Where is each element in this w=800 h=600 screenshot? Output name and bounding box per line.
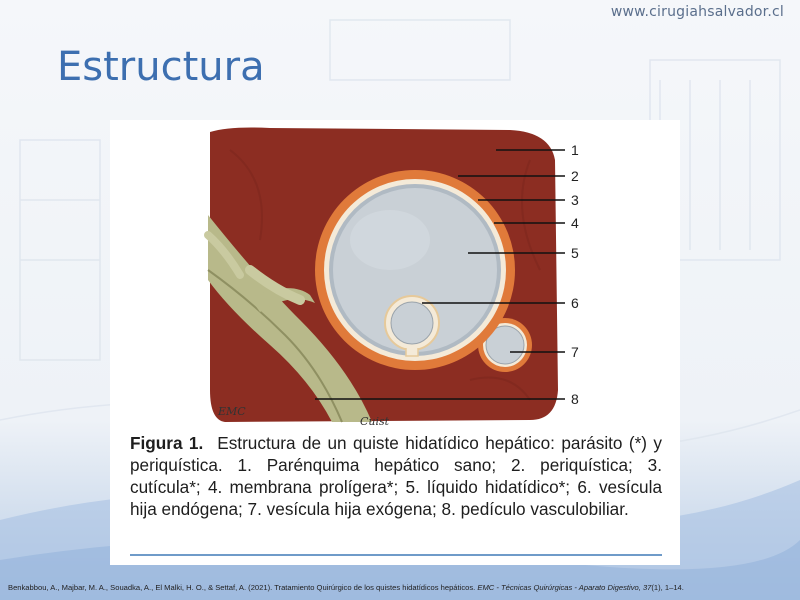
label-6: 6 — [571, 295, 579, 311]
website-url: www.cirugiahsalvador.cl — [610, 4, 784, 20]
hydatid-cyst-diagram: 1 2 3 4 5 6 7 8 EMC Cuist — [204, 127, 579, 428]
main-hydatid-cyst — [315, 170, 515, 370]
label-3: 3 — [571, 192, 579, 208]
figure-panel: 1 2 3 4 5 6 7 8 EMC Cuist Figura 1.Estru… — [110, 120, 680, 565]
vasculobiliary-pedicle — [204, 215, 372, 423]
citation-journal: EMC - Técnicas Quirúrgicas - Aparato Dig… — [477, 583, 652, 592]
caption-divider — [130, 554, 662, 556]
label-7: 7 — [571, 344, 579, 360]
endogenous-daughter-vesicle — [384, 295, 440, 357]
label-8: 8 — [571, 391, 579, 407]
signature-left: EMC — [217, 405, 246, 418]
citation: Benkabbou, A., Majbar, M. A., Souadka, A… — [8, 583, 684, 592]
citation-tail: (1), 1–14. — [651, 583, 684, 592]
label-2: 2 — [571, 168, 579, 184]
label-1: 1 — [571, 142, 579, 158]
label-5: 5 — [571, 245, 579, 261]
leader-lines — [315, 149, 565, 400]
figure-caption: Figura 1.Estructura de un quiste hidatíd… — [130, 432, 662, 520]
citation-authors: Benkabbou, A., Majbar, M. A., Souadka, A… — [8, 583, 478, 592]
caption-label: Figura 1. — [130, 433, 204, 453]
caption-text: Estructura de un quiste hidatídico hepát… — [130, 433, 662, 519]
signature-right: Cuist — [360, 415, 390, 428]
label-4: 4 — [571, 215, 579, 231]
slide-title: Estructura — [57, 44, 265, 90]
